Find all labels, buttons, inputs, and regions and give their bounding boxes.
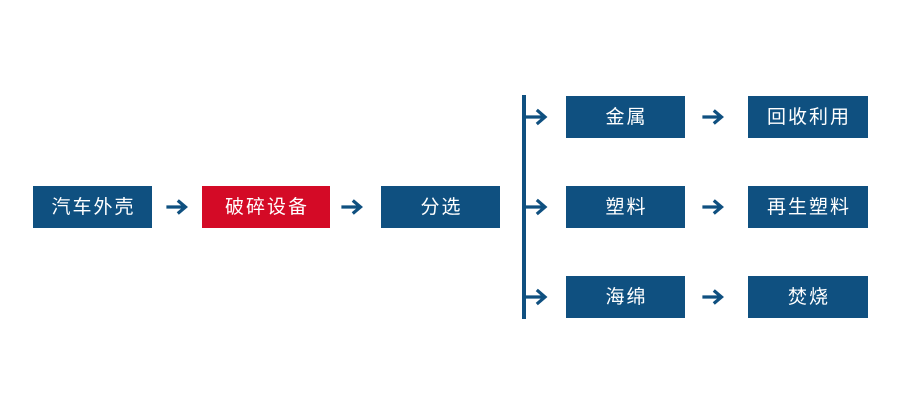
arrow-right-icon-1 bbox=[166, 194, 192, 220]
branch-arrow-icon-2 bbox=[524, 196, 552, 218]
node-car-shell-label: 汽车外壳 bbox=[51, 196, 136, 218]
node-sponge[interactable]: 海绵 bbox=[566, 276, 685, 318]
node-recycling-reuse[interactable]: 回收利用 bbox=[748, 96, 868, 138]
node-car-shell[interactable]: 汽车外壳 bbox=[33, 186, 152, 228]
node-recycled-plastic[interactable]: 再生塑料 bbox=[748, 186, 868, 228]
arrow-right-icon-3 bbox=[702, 104, 728, 130]
branch-arrow-icon-1 bbox=[524, 106, 552, 128]
node-incineration-label: 焚烧 bbox=[787, 286, 830, 308]
node-recycling-reuse-label: 回收利用 bbox=[766, 106, 851, 128]
branch-arrow-icon-3 bbox=[524, 286, 552, 308]
node-incineration[interactable]: 焚烧 bbox=[748, 276, 868, 318]
arrow-right-icon-4 bbox=[702, 194, 728, 220]
node-plastic[interactable]: 塑料 bbox=[566, 186, 685, 228]
arrow-right-icon-2 bbox=[341, 194, 367, 220]
node-plastic-label: 塑料 bbox=[605, 196, 648, 218]
arrow-right-icon-5 bbox=[702, 284, 728, 310]
node-recycled-plastic-label: 再生塑料 bbox=[766, 196, 851, 218]
node-sorting-label: 分选 bbox=[420, 196, 463, 218]
node-shredder-equipment[interactable]: 破碎设备 bbox=[202, 186, 330, 228]
node-sponge-label: 海绵 bbox=[605, 286, 648, 308]
node-shredder-equipment-label: 破碎设备 bbox=[224, 196, 309, 218]
node-metal-label: 金属 bbox=[605, 106, 648, 128]
node-sorting[interactable]: 分选 bbox=[381, 186, 500, 228]
node-metal[interactable]: 金属 bbox=[566, 96, 685, 138]
